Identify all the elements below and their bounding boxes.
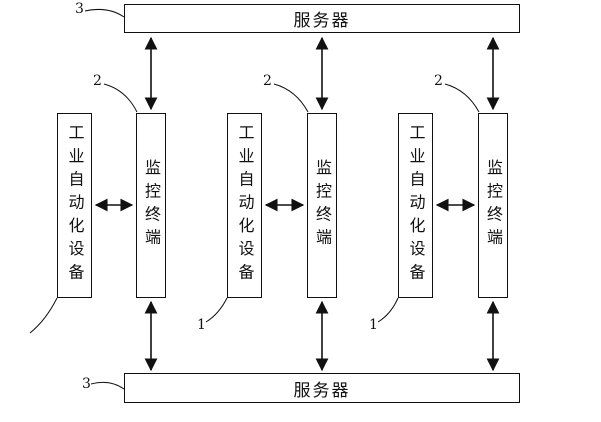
ref-3-bottom: 3: [82, 376, 91, 392]
terminal-box-3: 监控终端: [478, 113, 508, 298]
device-label-3: 工业自动化设备: [406, 124, 426, 287]
ref-2-group2: 2: [263, 73, 272, 89]
leader-ref3-top: [84, 9, 125, 18]
server-bottom-label: 服务器: [293, 380, 351, 401]
leader-ref1-group1: [29, 297, 58, 334]
leader-ref2-group2: [273, 83, 309, 113]
server-box-top: 服务器: [124, 4, 520, 33]
leader-ref3-bottom: [90, 381, 125, 390]
terminal-label-3: 监控终端: [484, 159, 503, 252]
ref-1-group3: 1: [369, 317, 378, 333]
device-label-2: 工业自动化设备: [235, 124, 255, 287]
ref-3-top: 3: [75, 1, 84, 17]
ref-1-group2: 1: [197, 317, 206, 333]
terminal-label-1: 监控终端: [142, 159, 161, 252]
terminal-label-2: 监控终端: [313, 159, 332, 252]
device-box-3: 工业自动化设备: [398, 113, 433, 298]
ref-2-group3: 2: [434, 73, 443, 89]
server-box-bottom: 服务器: [124, 373, 520, 403]
leader-ref1-group2: [205, 297, 228, 323]
device-box-1: 工业自动化设备: [57, 113, 92, 298]
ref-2-group1: 2: [93, 73, 102, 89]
leader-ref2-group1: [103, 83, 138, 113]
leader-ref2-group3: [444, 83, 480, 113]
server-top-label: 服务器: [293, 11, 351, 31]
leader-ref1-group3: [377, 297, 399, 323]
terminal-box-2: 监控终端: [307, 113, 337, 298]
terminal-box-1: 监控终端: [136, 113, 166, 298]
device-label-1: 工业自动化设备: [65, 124, 85, 287]
device-box-2: 工业自动化设备: [227, 113, 262, 298]
